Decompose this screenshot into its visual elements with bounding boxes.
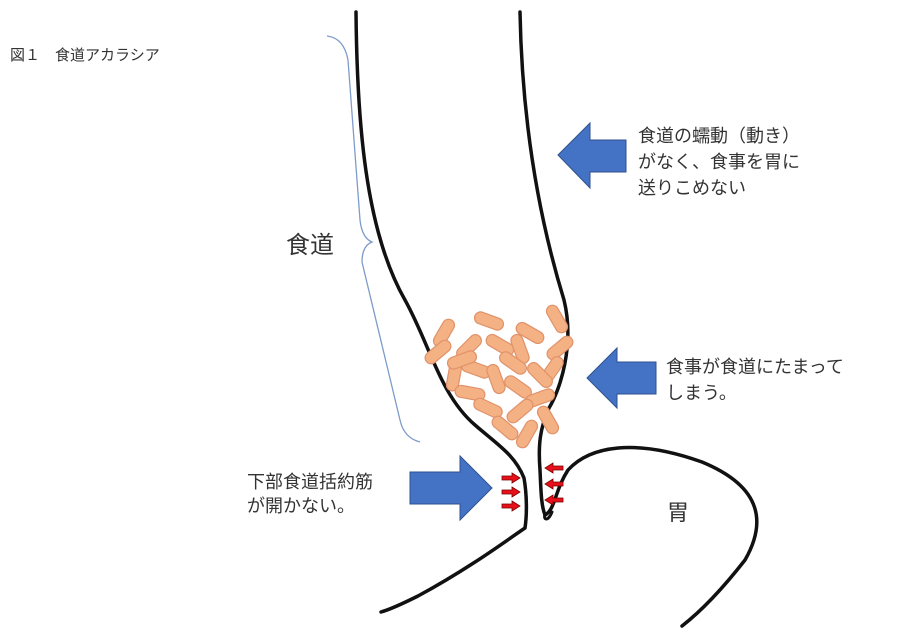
annotation-line: が開かない。 xyxy=(247,496,355,517)
food-piece xyxy=(491,415,519,441)
food-piece xyxy=(486,363,506,395)
food-piece xyxy=(424,339,452,365)
esophagus-bracket xyxy=(326,35,421,443)
food-piece xyxy=(499,351,527,375)
food-piece xyxy=(536,405,560,435)
esophagus-label: 食道 xyxy=(286,231,334,259)
food-piece xyxy=(510,333,530,365)
annotation-line: がなく、食事を胃に xyxy=(638,152,800,173)
food-piece xyxy=(515,419,539,449)
annotation-line: しまう。 xyxy=(666,383,737,404)
sphincter-arrow xyxy=(544,494,564,506)
sphincter-arrow xyxy=(501,486,521,498)
stomach-label: 胃 xyxy=(667,501,690,526)
sphincter-arrow xyxy=(501,472,521,484)
annotation-food-accumulates: 食事が食道にたまって しまう。 xyxy=(666,355,844,407)
stomach-lower-wall xyxy=(543,510,554,521)
food-piece xyxy=(454,384,486,402)
food-piece xyxy=(515,321,545,345)
arrow-peristalsis xyxy=(557,121,627,190)
sphincter-arrows-group xyxy=(501,462,564,512)
annotation-no-peristalsis: 食道の蠕動（動き） がなく、食事を胃に 送りこめない xyxy=(638,124,800,202)
food-piece xyxy=(546,335,574,361)
esophagus-left-wall xyxy=(354,10,529,614)
figure-title: 図１ 食道アカラシア xyxy=(10,46,160,64)
food-piece xyxy=(473,311,505,331)
food-pieces-group xyxy=(424,304,574,449)
food-piece xyxy=(545,304,569,334)
arrow-food-accumulation xyxy=(586,346,657,410)
arrow-sphincter xyxy=(409,454,493,522)
annotation-line: 下部食道括約筋 xyxy=(247,472,373,493)
food-piece xyxy=(473,397,503,419)
annotation-line: 食事が食道にたまって xyxy=(666,357,844,378)
annotation-line: 送りこめない xyxy=(638,178,746,199)
sphincter-arrow xyxy=(544,478,564,490)
food-piece xyxy=(446,350,478,370)
food-piece xyxy=(527,362,553,388)
sphincter-arrow xyxy=(544,462,564,474)
annotation-line: 食道の蠕動（動き） xyxy=(638,126,800,147)
food-piece xyxy=(506,398,534,424)
sphincter-arrow xyxy=(501,500,521,512)
annotation-sphincter-closed: 下部食道括約筋 が開かない。 xyxy=(247,471,373,519)
food-piece xyxy=(485,333,515,357)
